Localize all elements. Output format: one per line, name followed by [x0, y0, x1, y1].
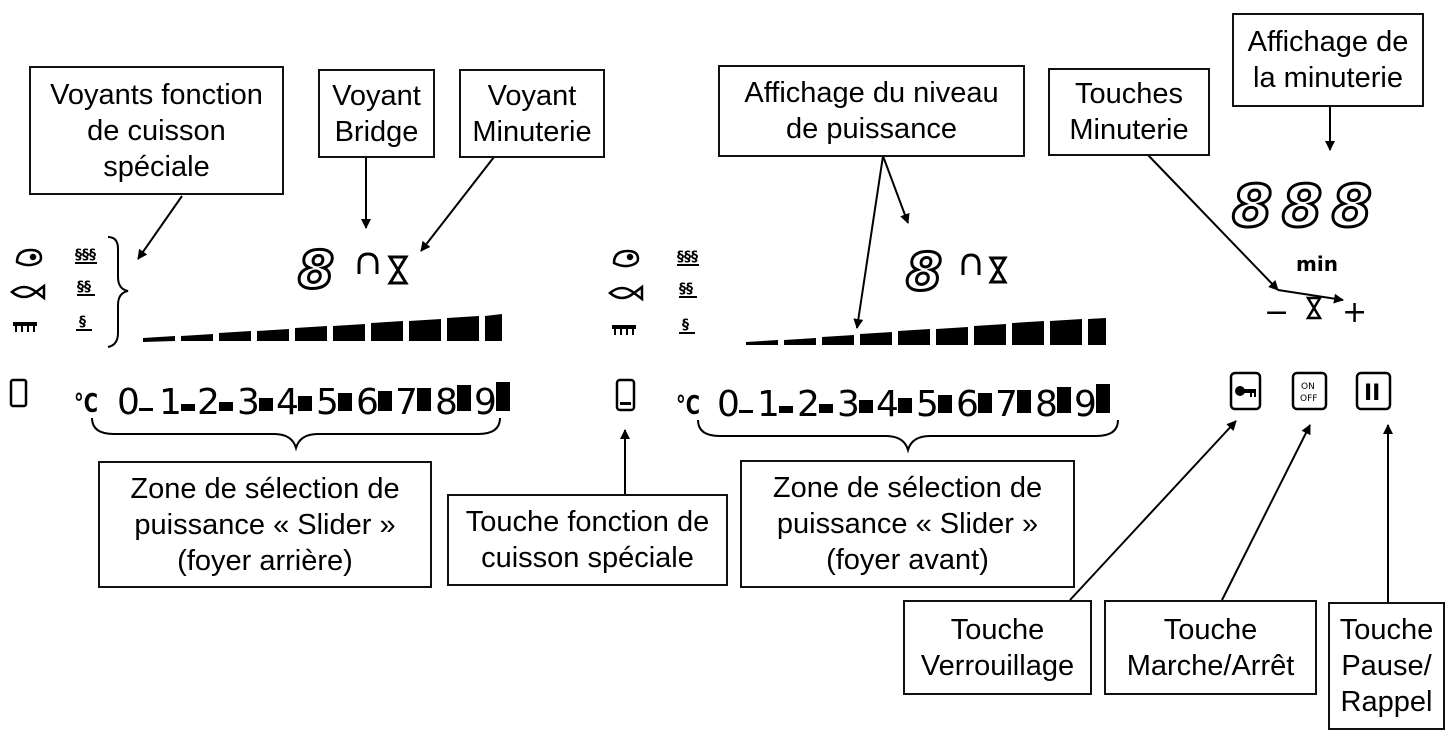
heat-low-icon: § [76, 314, 92, 331]
power-level-bar [746, 318, 1106, 345]
callout-arrows [137, 107, 1393, 602]
svg-text:4: 4 [276, 382, 299, 423]
svg-text:9: 9 [1074, 384, 1097, 425]
fish-icon [10, 283, 46, 301]
timer-panel: 888 min − + [1231, 171, 1374, 331]
svg-text:7: 7 [995, 384, 1018, 425]
power-level-digit: 8 [906, 243, 942, 303]
timer-display: 888 [1232, 172, 1372, 240]
svg-text:8: 8 [1035, 384, 1058, 425]
svg-text:2: 2 [197, 382, 220, 423]
power-level-digit: 8 [298, 241, 334, 301]
svg-text:5: 5 [916, 384, 939, 425]
heat-medium-icon: §§ [77, 279, 95, 296]
fish-icon [608, 284, 644, 302]
timer-minus-button[interactable]: − [1264, 295, 1289, 330]
on-off-key[interactable]: ON OFF [1291, 371, 1328, 411]
timer-hourglass-icon [1305, 296, 1323, 320]
rear-zone-panel: §§§ §§ § 8 °C 0 [9, 236, 510, 452]
svg-text:ON: ON [1301, 382, 1315, 392]
svg-text:9: 9 [474, 382, 497, 423]
svg-text:1: 1 [757, 384, 780, 425]
meat-icon [15, 248, 43, 267]
power-level-bar [143, 314, 502, 342]
svg-text:§§: §§ [77, 279, 91, 295]
timer-indicator-icon [988, 256, 1008, 284]
svg-text:5: 5 [316, 382, 339, 423]
svg-text:§§§: §§§ [75, 247, 96, 263]
svg-text:7: 7 [395, 382, 418, 423]
heat-high-icon: §§§ [677, 249, 699, 266]
meat-icon [612, 249, 640, 268]
svg-text:3: 3 [837, 384, 860, 425]
svg-text:§: § [682, 317, 689, 333]
front-zone-panel: §§§ §§ § 8 °C 0 1 2 3 [608, 242, 1119, 454]
special-cooking-key[interactable] [615, 378, 636, 412]
rear-slider-brace [91, 417, 501, 452]
svg-text:3: 3 [237, 382, 260, 423]
heat-high-icon: §§§ [75, 247, 97, 264]
grill-icon [612, 325, 636, 335]
lock-key[interactable] [1229, 371, 1262, 411]
svg-text:§§§: §§§ [677, 249, 698, 265]
svg-text:6: 6 [356, 382, 379, 423]
heat-low-icon: § [679, 317, 695, 334]
svg-text:8: 8 [435, 382, 458, 423]
svg-text:2: 2 [797, 384, 820, 425]
grill-icon [13, 322, 37, 332]
special-cooking-key[interactable] [9, 378, 28, 408]
bridge-indicator-icon [961, 253, 981, 275]
timer-plus-button[interactable]: + [1342, 295, 1367, 330]
svg-text:0: 0 [717, 384, 740, 425]
svg-text:6: 6 [956, 384, 979, 425]
indicator-brace [107, 236, 129, 348]
pause-icon: II [1364, 381, 1380, 406]
front-slider-scale[interactable]: 0 1 2 3 4 5 6 7 8 9 [717, 384, 1110, 425]
svg-text:§§: §§ [679, 281, 693, 297]
svg-text:1: 1 [159, 382, 182, 423]
svg-text:OFF: OFF [1300, 394, 1317, 404]
temperature-symbol: °C [74, 389, 98, 419]
pause-key[interactable]: II [1355, 371, 1392, 411]
svg-text:4: 4 [876, 384, 899, 425]
key-icon [1235, 386, 1256, 397]
svg-text:§: § [79, 314, 86, 330]
timer-unit: min [1296, 252, 1338, 276]
timer-indicator-icon [387, 255, 409, 285]
front-slider-brace [697, 419, 1119, 454]
heat-medium-icon: §§ [679, 281, 697, 298]
bridge-indicator-icon [357, 252, 379, 274]
rear-slider-scale[interactable]: 0 1 2 3 4 5 6 7 8 9 [117, 382, 510, 423]
temperature-symbol: °C [676, 391, 700, 421]
svg-text:0: 0 [117, 382, 140, 423]
